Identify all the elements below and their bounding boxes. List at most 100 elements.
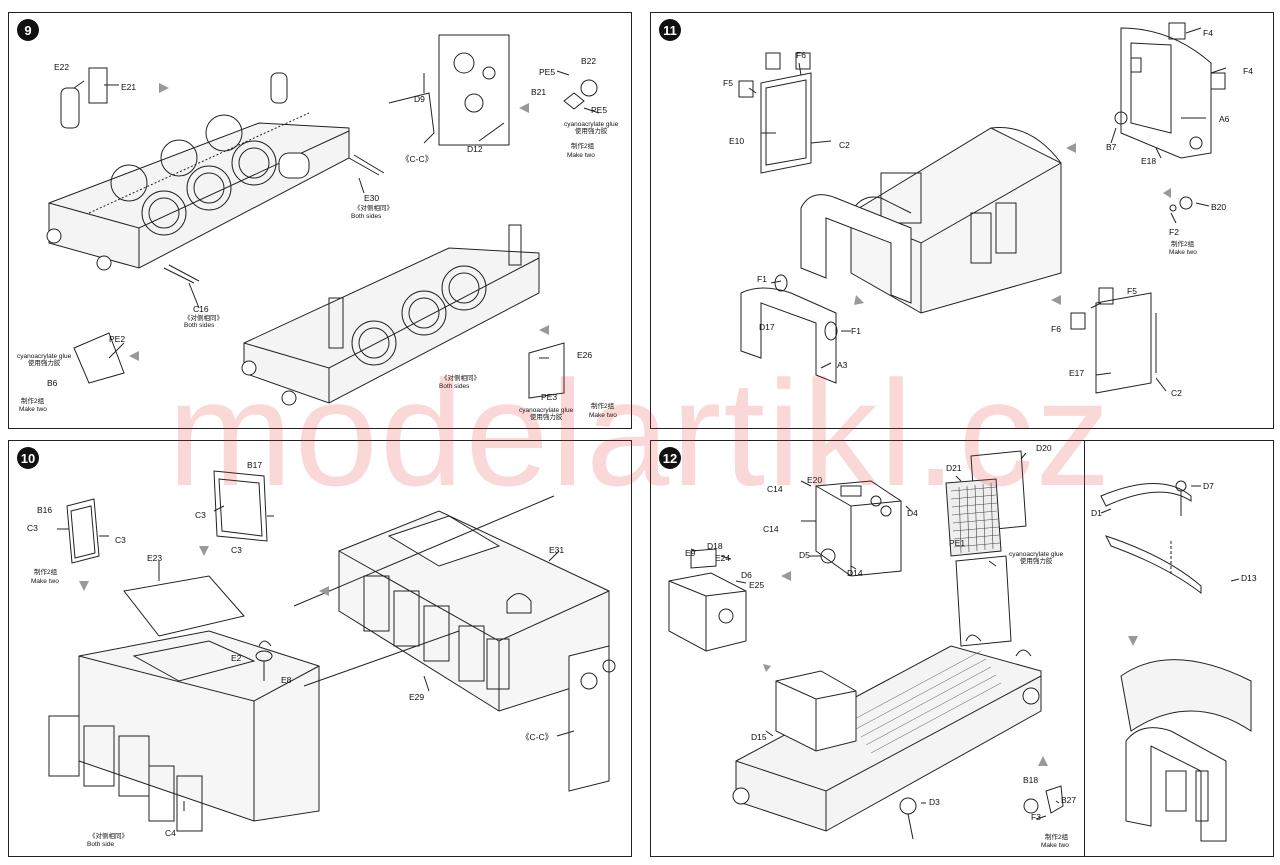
part-label-F5: F5 (1127, 286, 1137, 296)
cab-assembly-drawing (738, 22, 1227, 394)
make-two-cn: 制作2组 (34, 569, 58, 576)
make-two-note: Make two (31, 578, 59, 585)
part-label-E29: E29 (409, 692, 425, 702)
part-label-F6: F6 (796, 50, 806, 60)
part-label-D21: D21 (946, 463, 962, 473)
sub-panel-divider (1084, 441, 1085, 856)
part-label-C3: C3 (115, 535, 126, 545)
part-label-E17: E17 (1069, 368, 1085, 378)
part-label-D18: D18 (707, 541, 723, 551)
part-label-E26: E26 (577, 350, 593, 360)
both-sides-note: Both sides (439, 383, 470, 390)
part-label-E2: E2 (231, 653, 242, 663)
step-number-badge: 12 (659, 447, 681, 469)
part-label-E22: E22 (54, 62, 70, 72)
part-label-E24: E24 (715, 553, 731, 563)
both-side-note: Both side (87, 841, 115, 848)
part-label-B16: B16 (37, 505, 53, 515)
part-label-D1: D1 (1091, 508, 1102, 518)
part-label-F4: F4 (1243, 66, 1253, 76)
part-label-D14: D14 (847, 568, 863, 578)
make-two-cn: 制作2组 (1045, 834, 1069, 841)
part-label-E31: E31 (549, 545, 565, 555)
part-label-C3: C3 (195, 510, 206, 520)
part-label-F3: F3 (1031, 812, 1041, 822)
body-assembly-drawing (48, 470, 616, 832)
part-label-C16: C16 (193, 304, 209, 314)
step-12-panel: 12 (650, 440, 1274, 857)
part-label-B17: B17 (247, 460, 263, 470)
both-sides-note: Both sides (184, 322, 215, 329)
part-label-B7: B7 (1106, 142, 1117, 152)
part-label-D20: D20 (1036, 443, 1052, 453)
part-label-E25: E25 (749, 580, 765, 590)
step-number-badge: 10 (17, 447, 39, 469)
part-label-F1: F1 (757, 274, 767, 284)
part-label-C3: C3 (231, 545, 242, 555)
part-label-E10: E10 (729, 136, 745, 146)
part-label-E21: E21 (121, 82, 137, 92)
part-label-B20: B20 (1211, 202, 1227, 212)
part-label-C3: C3 (27, 523, 38, 533)
part-label-A3: A3 (837, 360, 848, 370)
part-label-C2: C2 (1171, 388, 1182, 398)
make-two-note: Make two (1041, 842, 1069, 849)
chassis-assembly-drawing (46, 34, 600, 406)
part-label-F1: F1 (851, 326, 861, 336)
make-two-note: Make two (567, 152, 595, 159)
part-label-D7: D7 (1203, 481, 1214, 491)
view-label-CC: 《C-C》 (401, 154, 434, 164)
part-label-D15: D15 (751, 732, 767, 742)
part-label-PE3: PE3 (541, 392, 558, 402)
both-sides-note: Both sides (351, 213, 382, 220)
both-side-cn: 《对侧相同》 (89, 833, 128, 840)
part-label-E30: E30 (364, 193, 380, 203)
part-label-D12: D12 (467, 144, 483, 154)
part-label-PE1: PE1 (949, 538, 966, 548)
frame-assembly-drawing (668, 450, 1252, 842)
step-number-badge: 9 (17, 19, 39, 41)
part-label-C14: C14 (763, 524, 779, 534)
step-9-panel: 9 (8, 12, 632, 429)
part-label-E23: E23 (147, 553, 163, 563)
part-label-PE5: PE5 (539, 67, 556, 77)
part-label-B21: B21 (531, 87, 547, 97)
part-label-E20: E20 (807, 475, 823, 485)
part-label-B6: B6 (47, 378, 58, 388)
part-label-D6: D6 (741, 570, 752, 580)
make-two-cn: 制作2组 (571, 143, 595, 150)
part-label-B27: B27 (1061, 795, 1077, 805)
make-two-cn: 制作2组 (591, 403, 615, 410)
make-two-note: Make two (589, 412, 617, 419)
part-label-D9: D9 (414, 94, 425, 104)
part-label-D13: D13 (1241, 573, 1257, 583)
make-two-note: Make two (19, 406, 47, 413)
part-label-F5: F5 (723, 78, 733, 88)
part-label-A6: A6 (1219, 114, 1230, 124)
part-label-D3: D3 (929, 797, 940, 807)
part-label-C14: C14 (767, 484, 783, 494)
part-label-D5: D5 (799, 550, 810, 560)
part-label-PE5: PE5 (591, 105, 608, 115)
make-two-cn: 制作2组 (21, 398, 45, 405)
part-label-E8: E8 (281, 675, 292, 685)
part-label-B18: B18 (1023, 775, 1039, 785)
part-label-PE2: PE2 (109, 334, 126, 344)
part-label-C4: C4 (165, 828, 176, 838)
part-label-E9: E9 (685, 548, 696, 558)
part-label-F4: F4 (1203, 28, 1213, 38)
part-label-C2: C2 (839, 140, 850, 150)
step-11-panel: 11 (650, 12, 1274, 429)
view-label-CC: 《C-C》 (521, 732, 554, 742)
part-label-F6: F6 (1051, 324, 1061, 334)
make-two-note: Make two (1169, 249, 1197, 256)
part-label-D4: D4 (907, 508, 918, 518)
step-10-panel: 10 B16 C3 C3 (8, 440, 632, 857)
make-two-cn: 制作2组 (1171, 241, 1195, 248)
part-label-B22: B22 (581, 56, 597, 66)
step-number-badge: 11 (659, 19, 681, 41)
